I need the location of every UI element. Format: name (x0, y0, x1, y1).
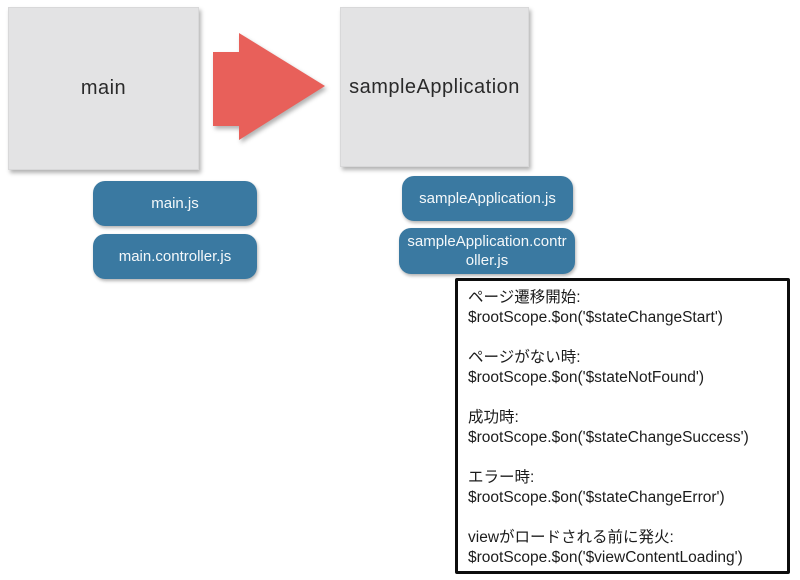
file-pill-main-js: main.js (93, 181, 257, 226)
state-box-sample-application: sampleApplication (340, 7, 529, 167)
event-label: エラー時: (468, 469, 535, 486)
event-code: $rootScope.$on('$stateChangeSuccess') (468, 429, 749, 446)
state-label-sample-application: sampleApplication (349, 75, 520, 98)
file-pill-main-controller-js: main.controller.js (93, 234, 257, 279)
event-label: ページがない時: (468, 349, 581, 366)
event-code: $rootScope.$on('$stateChangeError') (468, 489, 725, 506)
file-pill-sample-application-controller-js: sampleApplication.controller.js (399, 228, 575, 274)
arrow-right-icon (213, 33, 325, 140)
event-group: ページ遷移開始: $rootScope.$on('$stateChangeSta… (468, 288, 777, 328)
event-label: ページ遷移開始: (468, 289, 581, 306)
state-box-main: main (8, 7, 199, 170)
event-code: $rootScope.$on('$stateChangeStart') (468, 309, 723, 326)
event-label: 成功時: (468, 409, 519, 426)
event-group: エラー時: $rootScope.$on('$stateChangeError'… (468, 468, 777, 508)
event-group: 成功時: $rootScope.$on('$stateChangeSuccess… (468, 408, 777, 448)
file-pill-sample-application-js: sampleApplication.js (402, 176, 573, 221)
event-box: ページ遷移開始: $rootScope.$on('$stateChangeSta… (455, 278, 790, 574)
event-label: viewがロードされる前に発火: (468, 529, 674, 546)
state-label-main: main (80, 77, 127, 99)
event-code: $rootScope.$on('$stateNotFound') (468, 369, 704, 386)
event-group: ページがない時: $rootScope.$on('$stateNotFound'… (468, 348, 777, 388)
event-code: $rootScope.$on('$viewContentLoading') (468, 549, 743, 566)
event-list: ページ遷移開始: $rootScope.$on('$stateChangeSta… (468, 288, 777, 568)
event-group: viewがロードされる前に発火: $rootScope.$on('$viewCo… (468, 528, 777, 568)
